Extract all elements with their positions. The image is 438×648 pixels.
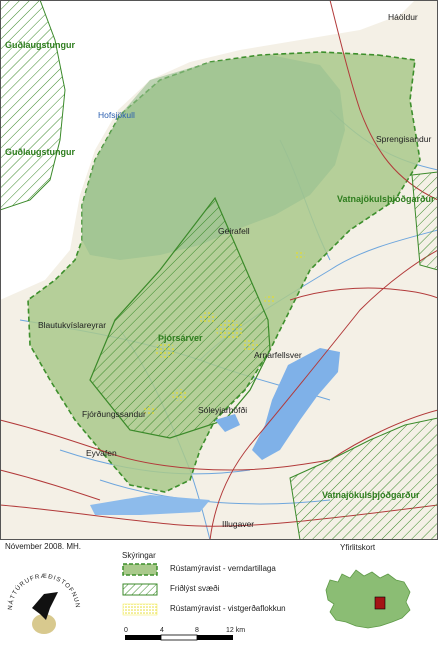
protected-area-vatnajokull-north	[411, 171, 438, 271]
legend-item-proposal: Rústamýravist - verndartillaga	[122, 563, 322, 577]
scale-segment-3	[197, 635, 233, 640]
legend-item-vegetation: Rústamýravist - vistgerðaflokkun	[122, 603, 322, 617]
label-arnarfellsver: Arnarfellsver	[254, 350, 302, 360]
label-soleyjarhofdi: Sóleyjarhöfði	[198, 405, 247, 415]
vegetation-patches	[143, 250, 305, 415]
lake-small	[215, 414, 240, 432]
overview-title: Yfirlitskort	[340, 543, 376, 552]
scale-tick-4: 4	[160, 627, 164, 634]
legend-label-protected: Friðlýst svæði	[170, 584, 220, 593]
protected-area-gudlaugstungur	[0, 0, 66, 211]
legend-label-proposal: Rústamýravist - verndartillaga	[170, 564, 276, 573]
scale-tick-0: 0	[124, 627, 128, 634]
label-illugaver: Illugaver	[222, 519, 254, 529]
overview-location-marker	[374, 596, 386, 610]
iceland-outline	[325, 569, 411, 629]
map-footer: Nóvember 2008. MH. NÁTTÚRUFRÆÐISTOFNUN Í…	[0, 540, 438, 648]
logo-rock-icon	[32, 614, 56, 634]
label-vatnajokull-south: Vatnajökulsþjóðgarður	[322, 490, 420, 500]
scale-tick-8: 8	[195, 627, 199, 634]
overview-map	[325, 569, 411, 629]
label-gudlaugstungur-top: Guðlaugstungur	[5, 40, 75, 50]
raven-icon	[32, 592, 58, 620]
institute-logo: NÁTTÚRUFRÆÐISTOFNUN ÍSLANDS	[2, 564, 80, 634]
scale-bar: 0 4 8 12 km	[124, 627, 245, 641]
label-thjorsarver: Þjórsárver	[158, 333, 203, 343]
label-eyvafen: Eyvafen	[86, 448, 117, 458]
label-vatnajokull-north: Vatnajökulsþjóðgarður	[337, 194, 435, 204]
legend-item-protected: Friðlýst svæði	[122, 583, 322, 597]
label-sprengisandur: Sprengisandur	[376, 134, 431, 144]
label-hofsjokull: Hofsjökull	[98, 110, 135, 120]
glacier-overlap	[82, 55, 345, 260]
glacier-hofsjokull	[0, 0, 415, 300]
scale-segment-2	[160, 634, 198, 641]
label-blautukvislareyrar: Blautukvíslareyrar	[38, 320, 106, 330]
lake-south	[90, 495, 210, 515]
lake-thorisvatn	[252, 348, 340, 460]
legend-title: Skýringar	[122, 551, 156, 560]
label-haoldur: Háöldur	[388, 12, 418, 22]
map-date: Nóvember 2008. MH.	[5, 542, 82, 551]
protected-area-thjorsarver	[89, 196, 271, 439]
label-geirafell: Geirafell	[218, 226, 250, 236]
label-gudlaugstungur-mid: Guðlaugstungur	[5, 147, 75, 157]
label-fjordungssandur: Fjórðungssandur	[82, 409, 146, 419]
scale-segment-1	[125, 635, 161, 640]
legend-label-vegetation: Rústamýravist - vistgerðaflokkun	[170, 604, 286, 613]
protected-area-vatnajokull-south	[289, 417, 438, 540]
map[interactable]: Háöldur Guðlaugstungur Guðlaugstungur Ho…	[0, 0, 438, 540]
scale-tick-12: 12 km	[226, 627, 245, 634]
